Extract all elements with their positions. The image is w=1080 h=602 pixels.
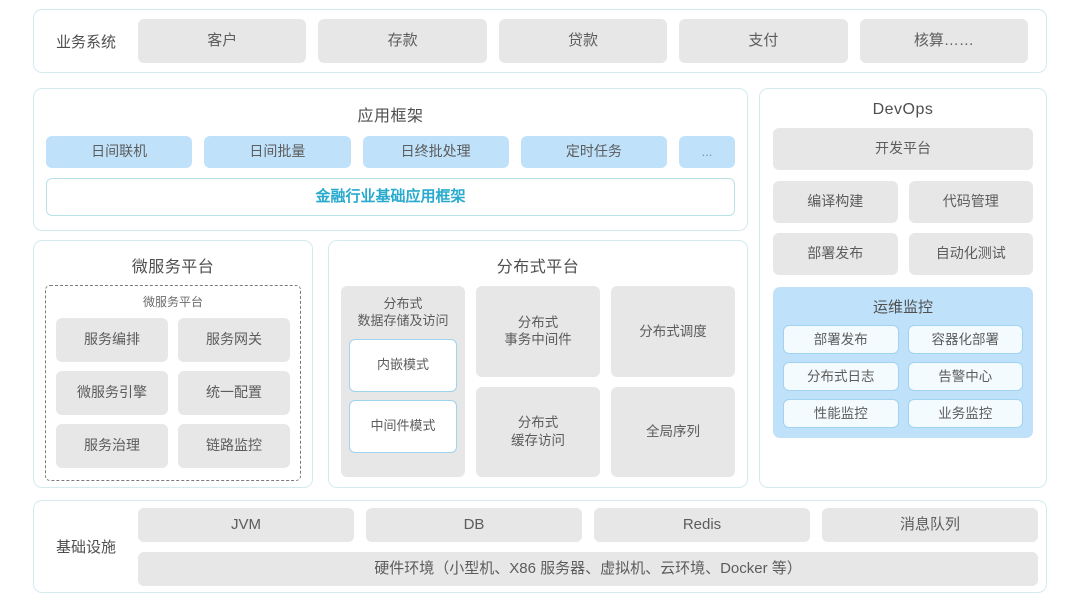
platform-right-column: DevOps 开发平台 编译构建 代码管理 部署发布 自动化测试 运维监控 部署… xyxy=(759,88,1047,488)
microservice-platform-title: 微服务平台 xyxy=(131,259,215,276)
infrastructure-section: 基础设施 JVM DB Redis 消息队列 硬件环境（小型机、X86 服务器、… xyxy=(33,500,1047,593)
financial-base-framework-banner[interactable]: 金融行业基础应用框架 xyxy=(46,178,735,216)
business-systems-items: 客户 存款 贷款 支付 核算…… xyxy=(138,19,1036,63)
business-systems-label: 业务系统 xyxy=(55,33,116,51)
app-framework-item-daytime-batch[interactable]: 日间批量 xyxy=(204,136,351,168)
microservice-platform-items: 服务编排 服务网关 微服务引擎 统一配置 服务治理 链路监控 xyxy=(56,318,290,468)
distributed-item-transaction-middleware[interactable]: 分布式 事务中间件 xyxy=(476,286,600,377)
business-item-payment[interactable]: 支付 xyxy=(679,19,848,63)
app-framework-item-more[interactable]: ... xyxy=(679,136,735,168)
app-framework-item-eod-batch[interactable]: 日终批处理 xyxy=(362,136,509,168)
platform-band: 应用框架 日间联机 日间批量 日终批处理 定时任务 ... 金融行业基础应用框架… xyxy=(33,88,1047,488)
ops-monitoring-title: 运维监控 xyxy=(872,299,933,316)
devops-item-automated-testing[interactable]: 自动化测试 xyxy=(908,233,1033,275)
ops-monitoring-items: 部署发布 容器化部署 分布式日志 告警中心 性能监控 业务监控 xyxy=(783,325,1023,428)
microservice-item-service-governance[interactable]: 服务治理 xyxy=(56,424,168,468)
distributed-storage-group[interactable]: 分布式 数据存储及访问 内嵌模式 中间件模式 xyxy=(341,286,465,477)
microservice-item-trace-monitoring[interactable]: 链路监控 xyxy=(178,424,290,468)
microservice-platform-inner-box: 微服务平台 服务编排 服务网关 微服务引擎 统一配置 服务治理 链路监控 xyxy=(45,285,301,481)
business-item-customer[interactable]: 客户 xyxy=(138,19,307,63)
infrastructure-item-db[interactable]: DB xyxy=(366,507,582,542)
application-framework-title: 应用框架 xyxy=(357,108,424,125)
distributed-item-global-sequence[interactable]: 全局序列 xyxy=(611,386,735,477)
microservice-platform-panel: 微服务平台 微服务平台 服务编排 服务网关 微服务引擎 统一配置 服务治理 链路… xyxy=(33,240,313,488)
business-item-deposit[interactable]: 存款 xyxy=(318,19,487,63)
infrastructure-label: 基础设施 xyxy=(55,539,116,556)
app-framework-item-scheduled-task[interactable]: 定时任务 xyxy=(520,136,667,168)
ops-item-business-monitoring[interactable]: 业务监控 xyxy=(907,399,1023,428)
distributed-platform-title: 分布式平台 xyxy=(496,259,580,276)
ops-item-distributed-logging[interactable]: 分布式日志 xyxy=(783,362,899,391)
business-systems-section: 业务系统 客户 存款 贷款 支付 核算…… xyxy=(33,9,1047,73)
distributed-platform-panel: 分布式平台 分布式 数据存储及访问 内嵌模式 中间件模式 分布式 事务中间件 分… xyxy=(328,240,748,488)
devops-item-code-management[interactable]: 代码管理 xyxy=(908,181,1033,223)
business-item-loan[interactable]: 贷款 xyxy=(498,19,668,63)
devops-panel: DevOps 开发平台 编译构建 代码管理 部署发布 自动化测试 运维监控 部署… xyxy=(759,88,1047,488)
devops-item-deploy-release[interactable]: 部署发布 xyxy=(773,233,898,275)
distributed-item-scheduling[interactable]: 分布式调度 xyxy=(611,286,735,377)
app-framework-item-daytime-online[interactable]: 日间联机 xyxy=(46,136,193,168)
ops-monitoring-panel: 运维监控 部署发布 容器化部署 分布式日志 告警中心 性能监控 业务监控 xyxy=(773,287,1033,438)
ops-item-alert-center[interactable]: 告警中心 xyxy=(907,362,1023,391)
infrastructure-item-redis[interactable]: Redis xyxy=(594,507,810,542)
infrastructure-item-message-queue[interactable]: 消息队列 xyxy=(822,507,1038,542)
infrastructure-item-jvm[interactable]: JVM xyxy=(138,507,354,542)
devops-title: DevOps xyxy=(872,101,934,118)
application-framework-items: 日间联机 日间批量 日终批处理 定时任务 ... xyxy=(46,136,735,168)
distributed-storage-mode-middleware[interactable]: 中间件模式 xyxy=(349,399,457,453)
distributed-platform-items: 分布式 事务中间件 分布式调度 分布式 缓存访问 全局序列 xyxy=(476,286,735,477)
application-framework-panel: 应用框架 日间联机 日间批量 日终批处理 定时任务 ... 金融行业基础应用框架 xyxy=(33,88,748,231)
infrastructure-items: JVM DB Redis 消息队列 xyxy=(138,507,1038,542)
ops-item-performance-monitoring[interactable]: 性能监控 xyxy=(783,399,899,428)
platform-left-column: 应用框架 日间联机 日间批量 日终批处理 定时任务 ... 金融行业基础应用框架… xyxy=(33,88,748,488)
microservice-item-unified-config[interactable]: 统一配置 xyxy=(178,371,290,415)
devops-item-compile-build[interactable]: 编译构建 xyxy=(773,181,898,223)
ops-item-containerized-deploy[interactable]: 容器化部署 xyxy=(907,325,1023,354)
microservice-item-service-orchestration[interactable]: 服务编排 xyxy=(56,318,168,362)
microservice-platform-inner-title: 微服务平台 xyxy=(142,295,203,309)
distributed-item-cache-access[interactable]: 分布式 缓存访问 xyxy=(476,386,600,477)
business-item-accounting[interactable]: 核算…… xyxy=(859,19,1029,63)
microservice-item-microservice-engine[interactable]: 微服务引擎 xyxy=(56,371,168,415)
distributed-storage-mode-embedded[interactable]: 内嵌模式 xyxy=(349,338,457,392)
ops-item-deploy-release[interactable]: 部署发布 xyxy=(783,325,899,354)
distributed-storage-title: 分布式 数据存储及访问 xyxy=(357,296,449,328)
microservice-item-service-gateway[interactable]: 服务网关 xyxy=(178,318,290,362)
distributed-platform-body: 分布式 数据存储及访问 内嵌模式 中间件模式 分布式 事务中间件 分布式调度 分… xyxy=(341,286,735,477)
devops-item-dev-platform[interactable]: 开发平台 xyxy=(773,128,1033,170)
devops-items: 编译构建 代码管理 部署发布 自动化测试 xyxy=(773,181,1033,275)
infrastructure-hardware-environment[interactable]: 硬件环境（小型机、X86 服务器、虚拟机、云环境、Docker 等） xyxy=(138,551,1038,586)
infrastructure-body: JVM DB Redis 消息队列 硬件环境（小型机、X86 服务器、虚拟机、云… xyxy=(138,507,1046,586)
